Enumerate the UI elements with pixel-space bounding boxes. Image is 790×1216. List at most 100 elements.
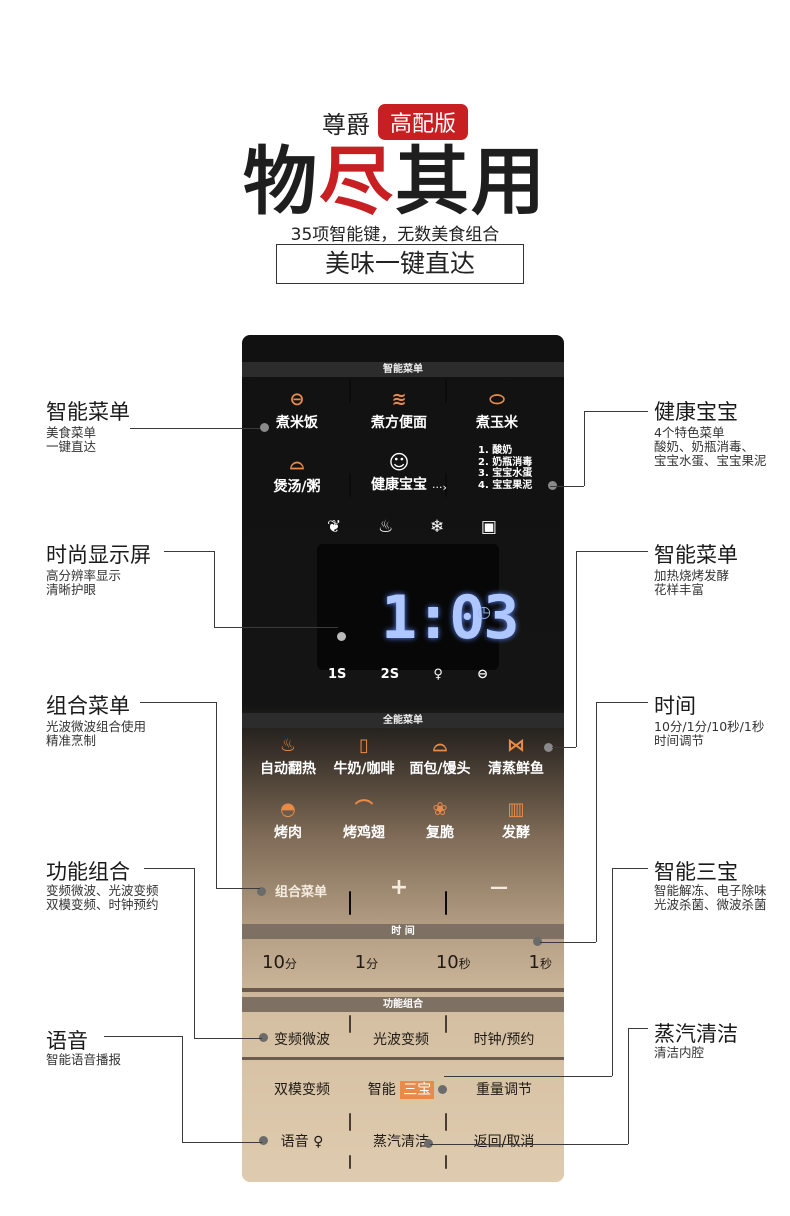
leader-line — [130, 428, 260, 429]
leader-line — [584, 411, 585, 486]
leader-line — [182, 1142, 262, 1143]
milk-cup-icon: ▯ — [359, 735, 369, 756]
reheat-button[interactable]: ♨ 自动翻热 — [248, 735, 328, 778]
leader-line — [216, 888, 260, 889]
lcd-display: 1:03 ◷ — [317, 544, 519, 670]
display-value: 1:03 — [381, 583, 519, 653]
bread-label: 面包/馒头 — [409, 761, 471, 777]
clock-schedule-button[interactable]: 时钟/预约 — [452, 1029, 556, 1049]
headline-subtitle: 35项智能键，无数美食组合 — [290, 225, 500, 245]
time-10min-button[interactable]: 10分 — [262, 952, 297, 973]
soup-label: 煲汤/粥 — [273, 479, 321, 495]
soup-button[interactable]: ⌓ 煲汤/粥 — [252, 453, 342, 496]
leader-line — [214, 627, 338, 628]
crisp-button[interactable]: ❀ 复脆 — [400, 799, 480, 842]
baby-label: 健康宝宝 — [371, 477, 427, 493]
edition-badge: 高配版 — [377, 104, 468, 140]
divider — [349, 1015, 351, 1033]
divider — [445, 1015, 447, 1033]
mic-icon: ♀ — [313, 1134, 324, 1150]
leader-line — [552, 747, 576, 748]
callout-desc: 4个特色菜单酸奶、奶瓶消毒、宝宝水蛋、宝宝果泥 — [654, 425, 767, 468]
callout-desc: 美食菜单一键直达 — [46, 425, 97, 454]
ferment-button[interactable]: ▥ 发酵 — [476, 799, 556, 842]
leader-line — [612, 868, 613, 1076]
corn-icon: ⬭ — [489, 389, 505, 410]
callout-title: 功能组合 — [46, 860, 130, 884]
weight-adjust-button[interactable]: 重量调节 — [452, 1079, 556, 1099]
smart-trio-button[interactable]: 智能 三宝 — [354, 1079, 448, 1099]
leader-line — [584, 411, 648, 412]
leader-line — [104, 1036, 182, 1037]
leader-line — [164, 551, 214, 552]
callout-desc: 加热烧烤发酵花样丰富 — [654, 568, 730, 597]
baby-face-icon: ☺ — [388, 450, 410, 474]
roast-button[interactable]: ◓ 烤肉 — [248, 799, 328, 842]
leader-line — [444, 1076, 612, 1077]
callout-title: 健康宝宝 — [654, 400, 738, 424]
wing-button[interactable]: ⌒ 烤鸡翅 — [324, 799, 404, 842]
crisp-label: 复脆 — [426, 825, 454, 841]
baby-item: 3. 宝宝水蛋 — [478, 468, 533, 479]
rice-button[interactable]: ⊖ 煮米饭 — [252, 389, 342, 432]
time-10sec-button[interactable]: 10秒 — [435, 952, 471, 973]
milk-label: 牛奶/咖啡 — [333, 761, 395, 777]
divider — [349, 473, 351, 497]
noodle-button[interactable]: ≋ 煮方便面 — [354, 389, 444, 432]
headline-part-2: 尽 — [319, 139, 395, 225]
leader-line — [214, 551, 215, 627]
wing-label: 烤鸡翅 — [343, 825, 385, 841]
dual-mode-label: 双模变频 — [274, 1082, 330, 1098]
baby-item: 1. 酸奶 — [478, 445, 513, 456]
back-cancel-button[interactable]: 返回/取消 — [452, 1131, 556, 1151]
marker-dot — [533, 937, 542, 946]
inverter-microwave-button[interactable]: 变频微波 — [252, 1029, 352, 1049]
minus-button[interactable]: — — [454, 877, 544, 898]
ferment-label: 发酵 — [502, 825, 530, 841]
baby-submenu: 1. 酸奶 2. 奶瓶消毒 3. 宝宝水蛋 4. 宝宝果泥 — [478, 445, 532, 491]
minus-label: — — [490, 877, 508, 898]
snowflake-icon[interactable]: ❄ — [429, 517, 445, 537]
headline: 物尽其用 — [0, 140, 790, 224]
dual-mode-button[interactable]: 双模变频 — [252, 1079, 352, 1099]
back-cancel-label: 返回/取消 — [473, 1134, 535, 1150]
corn-button[interactable]: ⬭ 煮玉米 — [452, 389, 542, 432]
leaf-icon[interactable]: ❦ — [327, 517, 342, 537]
voice-button[interactable]: 语音 ♀ — [252, 1131, 352, 1151]
divider — [349, 379, 351, 403]
leader-line — [194, 868, 195, 1038]
reheat-icon: ♨ — [279, 735, 297, 756]
combo-menu-button[interactable]: 组合菜单 — [256, 881, 346, 900]
callout-desc: 智能解冻、电子除味光波杀菌、微波杀菌 — [654, 883, 767, 912]
leader-line — [144, 868, 194, 869]
callout-title: 智能菜单 — [46, 400, 130, 424]
time-caption: 时 间 — [242, 924, 564, 939]
bread-button[interactable]: ⌓ 面包/馒头 — [400, 735, 480, 778]
lock-icon: ⊖ — [477, 667, 488, 682]
steam-hand-icon[interactable]: ♨ — [377, 517, 394, 537]
fish-button[interactable]: ⋈ 清蒸鲜鱼 — [476, 735, 556, 778]
leader-line — [628, 1028, 629, 1144]
time-1sec-button[interactable]: 1秒 — [528, 952, 552, 973]
soup-cloche-icon: ⌓ — [289, 453, 305, 474]
baby-arrow: ···› — [432, 481, 447, 494]
divider-bar — [242, 1057, 564, 1060]
leader-line — [182, 1036, 183, 1142]
weight-adjust-label: 重量调节 — [476, 1082, 532, 1098]
oven-icon[interactable]: ▣ — [480, 517, 497, 537]
marker-dot — [259, 1136, 268, 1145]
leader-line — [194, 1038, 262, 1039]
steam-clean-button[interactable]: 蒸汽清洁 — [354, 1131, 448, 1151]
leader-line — [576, 551, 648, 552]
time-1min-button[interactable]: 1分 — [354, 952, 379, 973]
baby-button[interactable]: ☺ 健康宝宝 — [354, 451, 444, 494]
roast-meat-icon: ◓ — [280, 799, 296, 820]
callout-title: 组合菜单 — [46, 694, 130, 718]
light-wave-button[interactable]: 光波变频 — [354, 1029, 448, 1049]
callout-desc: 高分辨率显示清晰护眼 — [46, 568, 122, 597]
plus-button[interactable]: + — [354, 875, 444, 900]
marker-dot — [424, 1139, 433, 1148]
bread-icon: ⌓ — [432, 735, 448, 756]
reheat-label: 自动翻热 — [260, 761, 316, 777]
milk-button[interactable]: ▯ 牛奶/咖啡 — [324, 735, 404, 778]
